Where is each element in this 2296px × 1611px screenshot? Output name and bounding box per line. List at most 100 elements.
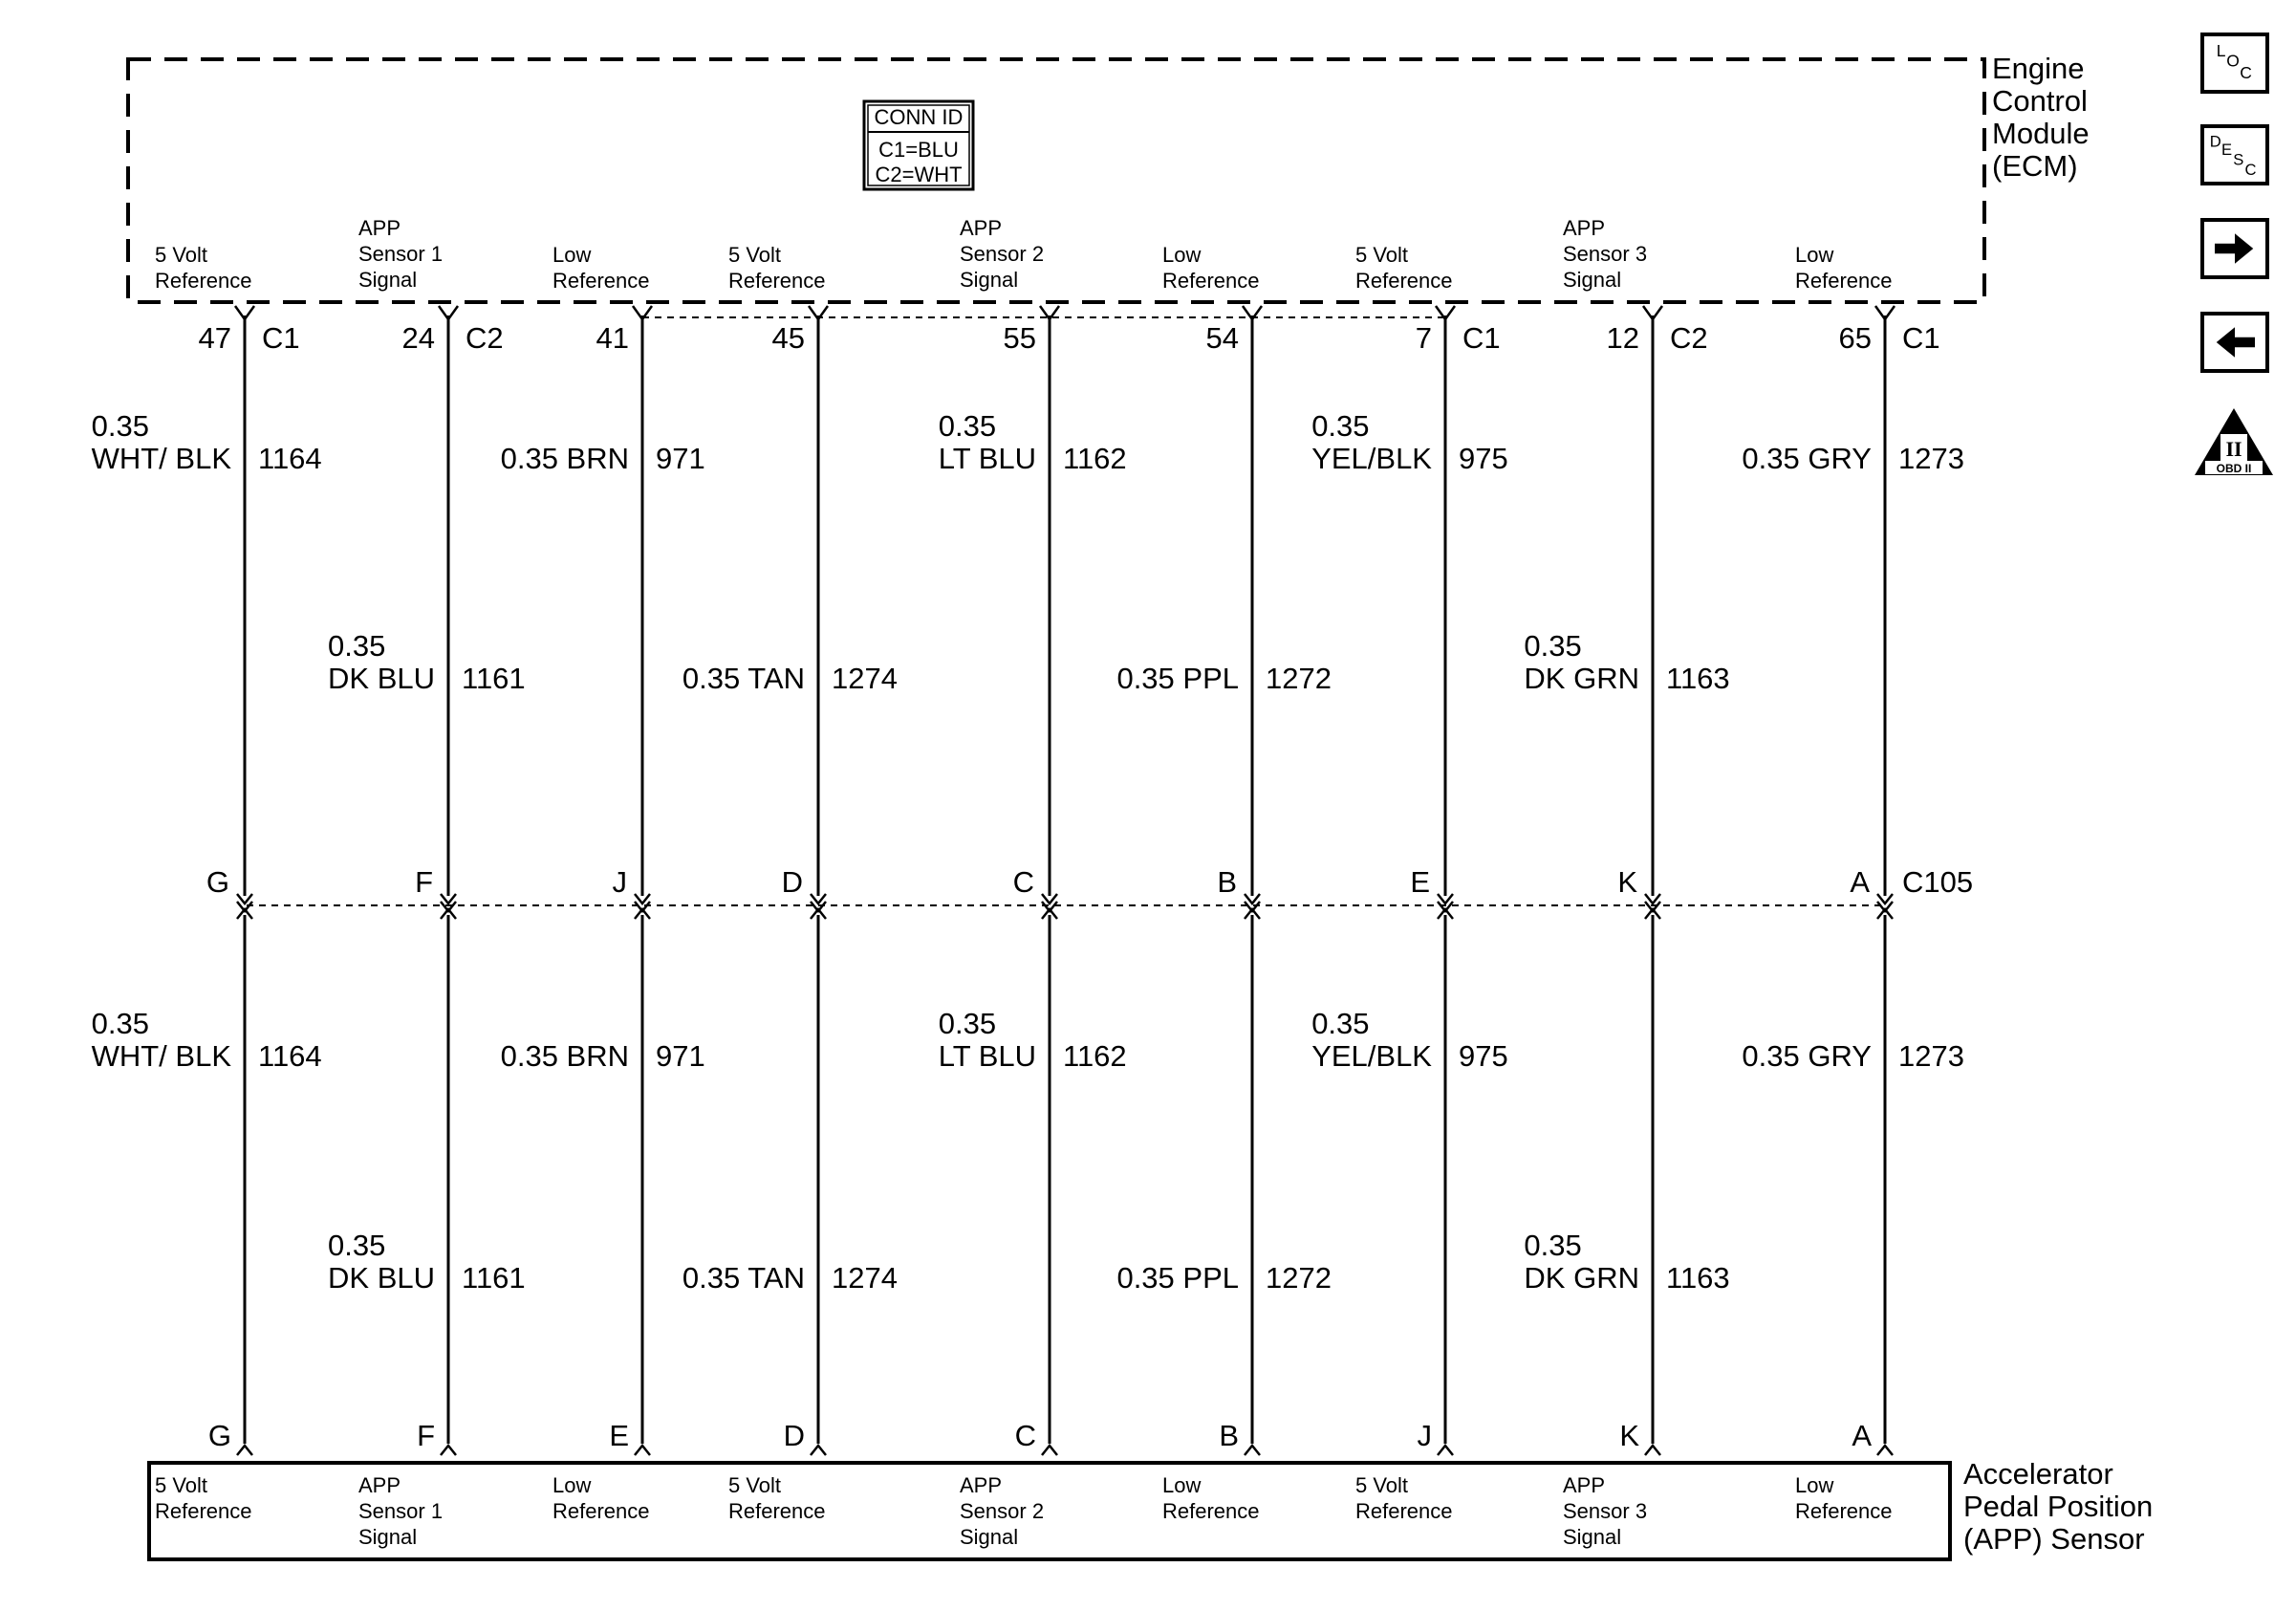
- conn-id-title: CONN ID: [875, 105, 964, 129]
- circuit-number: 971: [656, 1039, 705, 1073]
- wire-color: 0.35 GRY: [1742, 442, 1872, 475]
- svg-text:S: S: [2233, 151, 2243, 169]
- ecm-pin-label: APP: [1563, 216, 1605, 240]
- svg-text:C: C: [2240, 63, 2252, 82]
- ecm-module-name: Engine Control Module (ECM): [1992, 52, 2090, 183]
- sensor-pin-letter: E: [609, 1419, 629, 1452]
- svg-text:OBD II: OBD II: [2217, 462, 2252, 475]
- c105-pin-letter: G: [206, 865, 229, 899]
- loc-icon[interactable]: L O C: [2200, 33, 2269, 94]
- sensor-pin-label: Low: [1795, 1473, 1833, 1497]
- c105-terminal-male: [1876, 893, 1894, 906]
- circuit-number: 1274: [832, 1261, 898, 1295]
- wire-color: 0.35 PPL: [1116, 662, 1239, 695]
- ecm-pin-label: Signal: [960, 268, 1018, 292]
- sensor-pin-terminal: [634, 1443, 651, 1456]
- c105-terminal-female: [810, 906, 827, 920]
- circuit-number: 975: [1459, 1039, 1508, 1073]
- wire-gauge: 0.35: [92, 1007, 149, 1040]
- sensor-pin-label: Sensor 3: [1563, 1499, 1647, 1523]
- ecm-pin-terminal: [233, 305, 256, 322]
- sensor-pin-label: APP: [960, 1473, 1002, 1497]
- wire-color: LT BLU: [939, 1039, 1036, 1073]
- sensor-pin-label: Reference: [1162, 1499, 1260, 1523]
- svg-text:(APP) Sensor: (APP) Sensor: [1963, 1522, 2145, 1556]
- circuit-number: 1273: [1898, 442, 1964, 475]
- c105-pin-letter: D: [782, 865, 803, 899]
- sensor-pin-label: APP: [1563, 1473, 1605, 1497]
- c105-terminal-male: [1041, 893, 1058, 906]
- arrow-right-icon[interactable]: [2200, 218, 2269, 279]
- sensor-pin-label: Sensor 2: [960, 1499, 1044, 1523]
- app-sensor-name: Accelerator Pedal Position (APP) Sensor: [1963, 1457, 2153, 1556]
- ecm-pin-number: 12: [1607, 321, 1639, 355]
- ecm-pin-label: Sensor 2: [960, 242, 1044, 266]
- ecm-pin-label: 5 Volt: [728, 243, 781, 267]
- ecm-pin-label: 5 Volt: [1355, 243, 1408, 267]
- wire-color: DK BLU: [328, 1261, 435, 1295]
- sensor-pin-terminal: [1437, 1443, 1454, 1456]
- svg-text:Module: Module: [1992, 117, 2090, 150]
- svg-text:Engine: Engine: [1992, 52, 2085, 85]
- wire-gauge: 0.35: [328, 629, 385, 663]
- obd-ii-icon[interactable]: II OBD II: [2192, 405, 2276, 478]
- circuit-number: 1274: [832, 662, 898, 695]
- circuit-number: 1161: [462, 1261, 526, 1295]
- sensor-pin-label: Low: [1162, 1473, 1201, 1497]
- sensor-pin-terminal: [1876, 1443, 1894, 1456]
- wire-gauge: 0.35: [1311, 409, 1369, 443]
- c105-terminal-female: [1437, 906, 1454, 920]
- ecm-pin-number: 41: [596, 321, 629, 355]
- ecm-pin-terminal: [1038, 305, 1061, 322]
- arrow-left-icon[interactable]: [2200, 312, 2269, 373]
- ecm-pin-label: 5 Volt: [155, 243, 207, 267]
- ecm-pin-label: Low: [1795, 243, 1833, 267]
- ecm-pin-label: Low: [552, 243, 591, 267]
- ecm-connector-id: C2: [1670, 321, 1708, 355]
- circuit-number: 1272: [1266, 1261, 1332, 1295]
- ecm-pin-label: Sensor 1: [358, 242, 443, 266]
- ecm-pin-number: 47: [199, 321, 231, 355]
- c105-terminal-female: [1644, 906, 1661, 920]
- svg-text:(ECM): (ECM): [1992, 149, 2078, 183]
- wire-gauge: 0.35: [1524, 629, 1581, 663]
- c105-terminal-female: [440, 906, 457, 920]
- c105-terminal-female: [634, 906, 651, 920]
- ecm-pin-terminal: [631, 305, 654, 322]
- wire-color: 0.35 GRY: [1742, 1039, 1872, 1073]
- c105-terminal-female: [236, 906, 253, 920]
- ecm-pin-terminal: [1874, 305, 1896, 322]
- conn-id-c2: C2=WHT: [875, 163, 962, 186]
- sensor-pin-label: Sensor 1: [358, 1499, 443, 1523]
- ecm-pin-terminal: [437, 305, 460, 322]
- ecm-pin-label: APP: [358, 216, 401, 240]
- c105-terminal-female: [1041, 906, 1058, 920]
- sensor-pin-label: 5 Volt: [728, 1473, 781, 1497]
- desc-icon[interactable]: D E S C: [2200, 124, 2269, 185]
- ecm-pin-number: 7: [1416, 321, 1432, 355]
- conn-id-c1: C1=BLU: [878, 138, 959, 162]
- ecm-pin-label: Reference: [1795, 269, 1893, 293]
- sensor-pin-label: 5 Volt: [1355, 1473, 1408, 1497]
- wire-color: 0.35 BRN: [501, 442, 629, 475]
- c105-terminal-male: [1644, 893, 1661, 906]
- circuit-number: 1163: [1666, 662, 1730, 695]
- ecm-pin-label: Reference: [1162, 269, 1260, 293]
- c105-pin-letter: K: [1617, 865, 1637, 899]
- c105-connector-label: C105: [1902, 865, 1973, 899]
- sensor-pin-label: Reference: [155, 1499, 252, 1523]
- sensor-pin-letter: A: [1852, 1419, 1872, 1452]
- sensor-pin-label: Reference: [552, 1499, 650, 1523]
- ecm-pin-label: Signal: [1563, 268, 1621, 292]
- wire-color: 0.35 BRN: [501, 1039, 629, 1073]
- c105-pin-letter: F: [415, 865, 433, 899]
- ecm-connector-id: C1: [1902, 321, 1940, 355]
- ecm-pin-label: Reference: [728, 269, 826, 293]
- c105-terminal-male: [1437, 893, 1454, 906]
- c105-terminal-female: [1244, 906, 1261, 920]
- wire-color: DK BLU: [328, 662, 435, 695]
- circuit-number: 975: [1459, 442, 1508, 475]
- ecm-pin-label: Reference: [155, 269, 252, 293]
- ecm-connector-id: C1: [262, 321, 300, 355]
- sensor-pin-letter: J: [1418, 1419, 1433, 1452]
